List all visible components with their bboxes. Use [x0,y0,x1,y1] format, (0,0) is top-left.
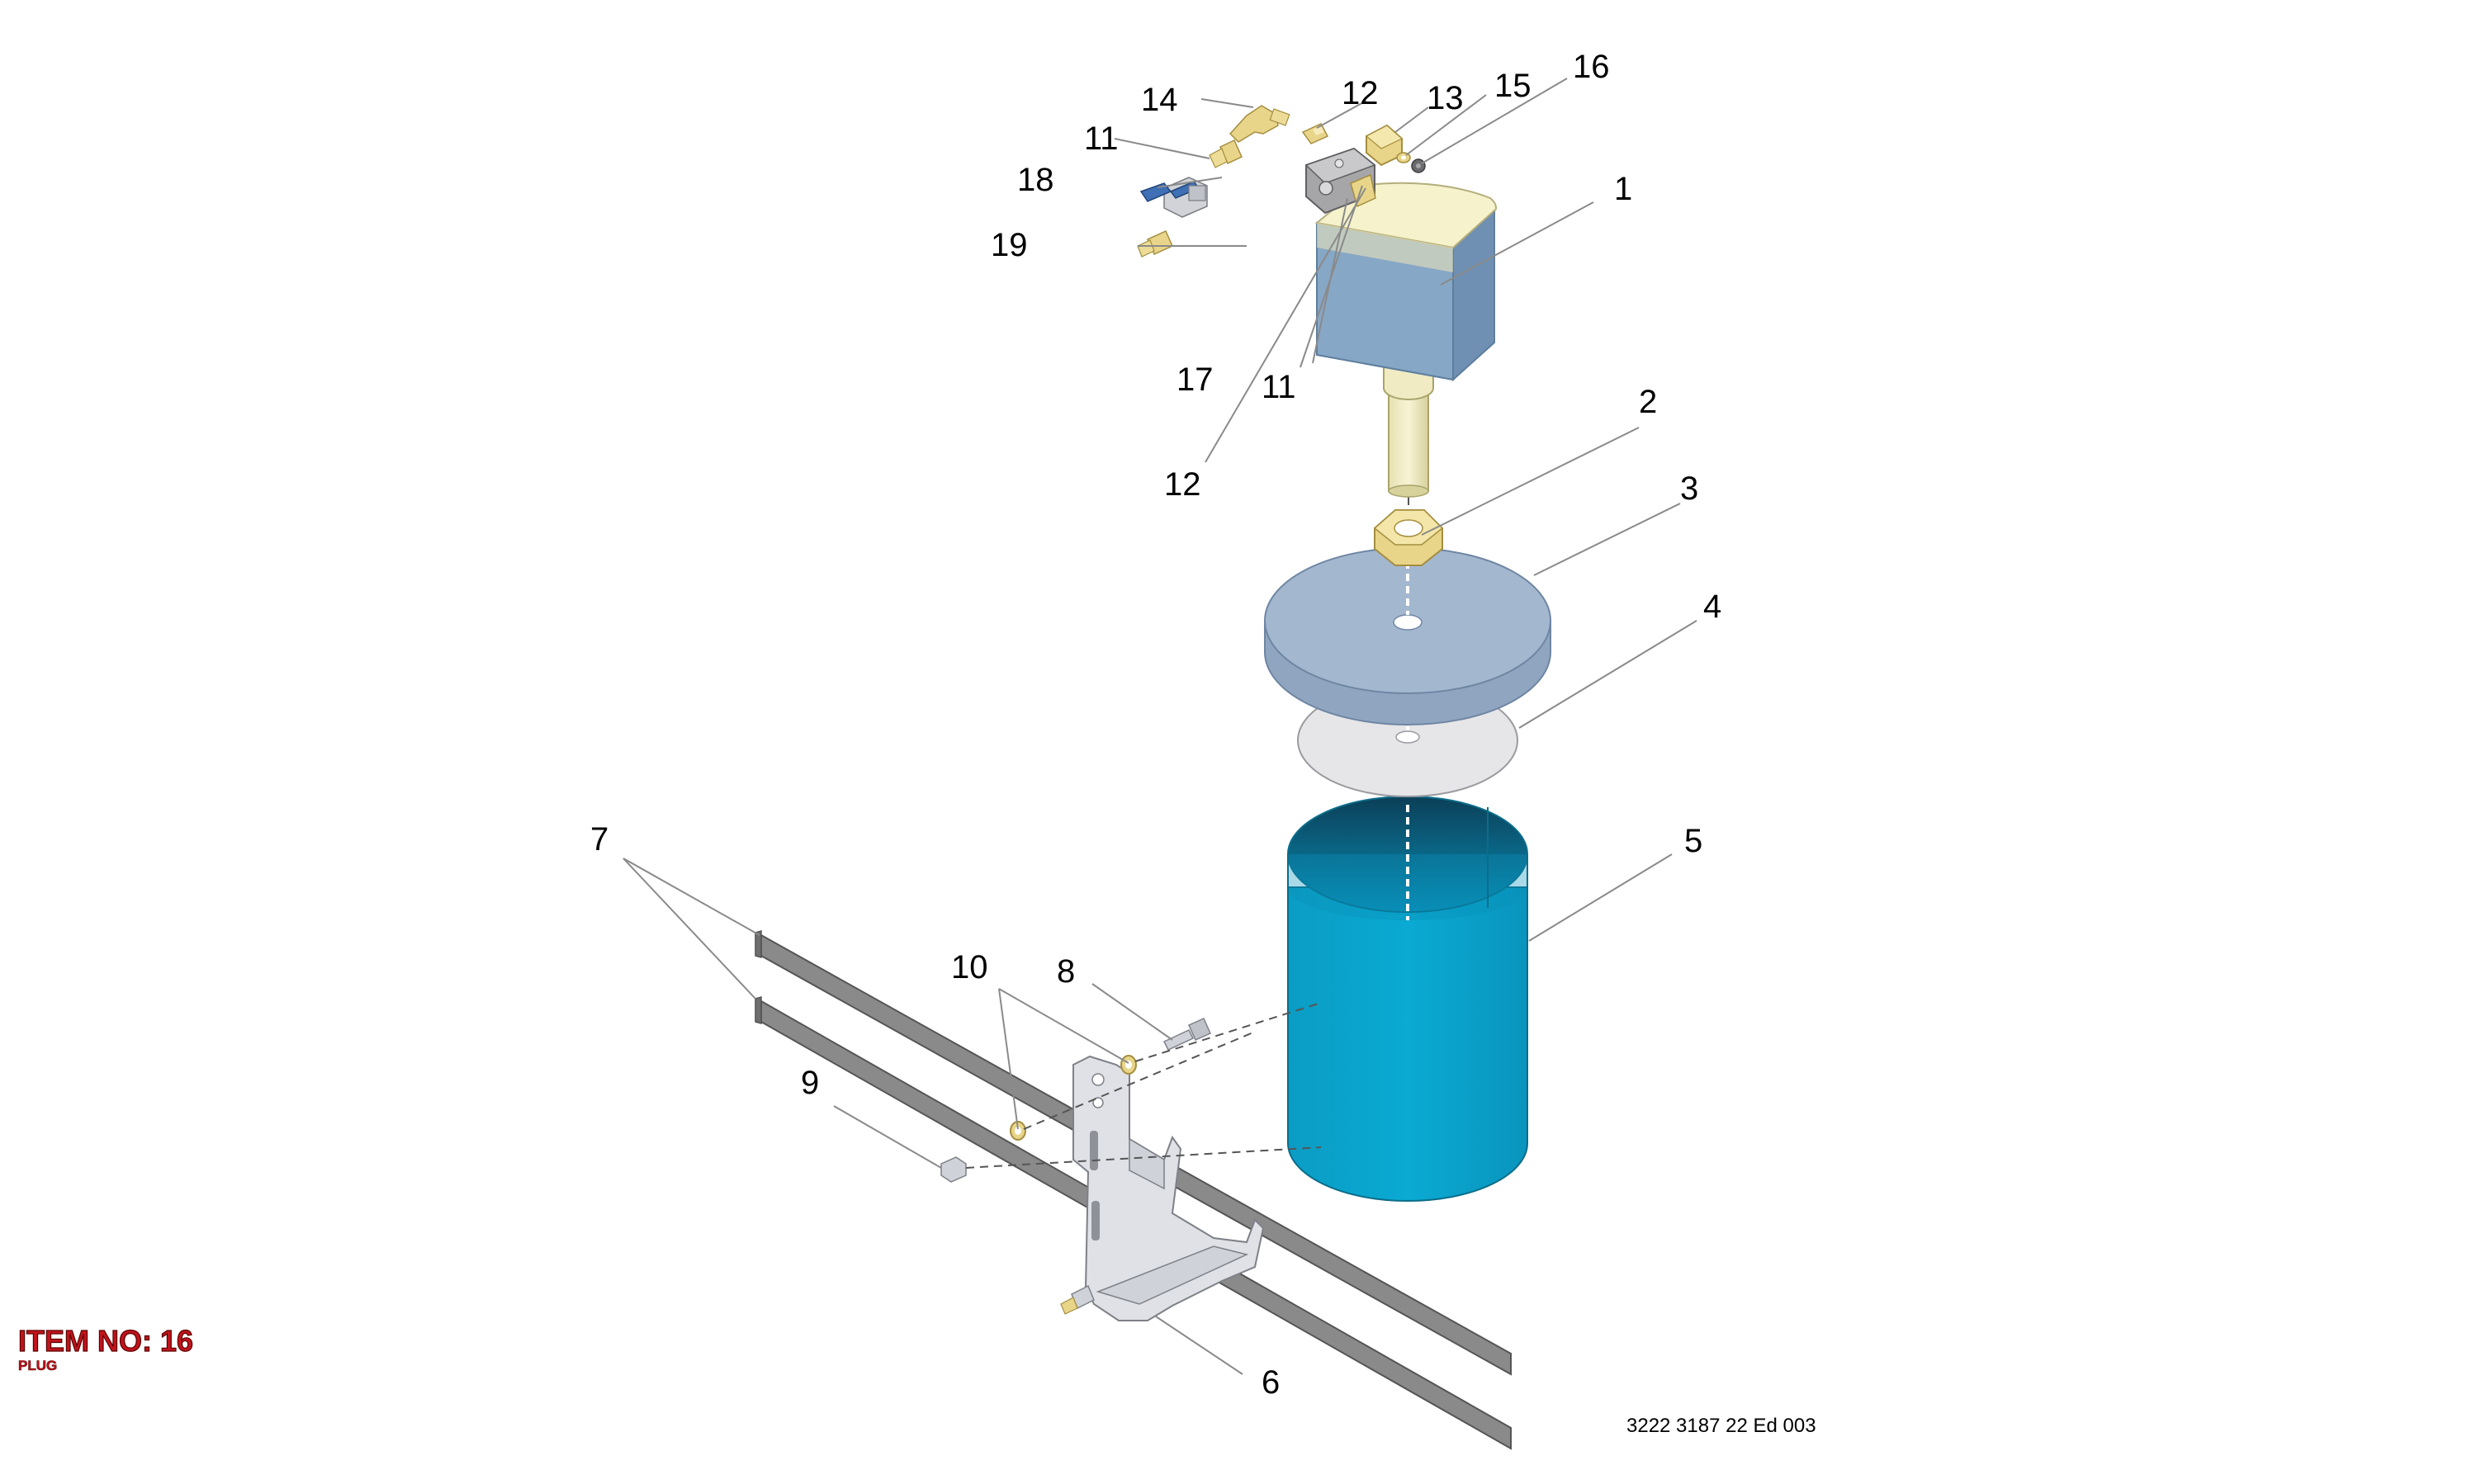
callout-3: 3 [1680,470,1698,507]
item-description: PLUG [18,1358,58,1374]
item-number: ITEM NO: 16 [17,1324,194,1358]
fitting-13 [1365,124,1404,167]
callout-13: 13 [1427,80,1464,116]
callout-6: 6 [1262,1364,1280,1401]
assembly-line-upper [1134,1002,1322,1062]
callout-12-bottom: 12 [1164,466,1201,503]
callout-2: 2 [1639,384,1657,420]
callout-19: 19 [991,227,1028,263]
reservoir-lid [1264,547,1551,725]
brass-nut [1373,509,1444,566]
elbow-14 [1229,105,1290,143]
callout-18: 18 [1017,162,1054,198]
callout-4: 4 [1703,588,1721,625]
callout-8: 8 [1057,953,1075,990]
washer-10-lower [1010,1121,1026,1141]
callout-1: 1 [1614,171,1632,207]
valve-18 [1139,177,1208,218]
leader-lines [623,78,1697,1375]
pump-assembly [1314,182,1497,498]
callout-15: 15 [1494,68,1532,104]
item-info-label: ITEM NO: 16 PLUG [17,1324,194,1374]
callout-5: 5 [1684,823,1702,859]
callout-10: 10 [951,949,988,985]
fitting-19 [1137,230,1173,258]
plug-16 [1411,158,1426,173]
callout-7: 7 [590,821,608,858]
nut-9 [940,1156,967,1183]
callout-17: 17 [1176,362,1214,398]
callout-11-top: 11 [1084,121,1119,157]
valve-block [1304,147,1376,215]
drawing-reference: 3222 3187 22 Ed 003 [1626,1415,1816,1437]
callout-9: 9 [801,1065,819,1101]
callout-12-top: 12 [1342,75,1379,111]
callout-16: 16 [1573,49,1610,85]
bolt-8 [1162,1018,1211,1051]
mounting-bracket [1060,1055,1265,1321]
washer-10-upper [1120,1055,1137,1075]
fitting-12-top [1301,123,1329,144]
fitting-11-top [1209,139,1243,168]
callout-14: 14 [1141,82,1178,118]
assembly-line-lower [965,1146,1322,1169]
callout-11-bottom: 11 [1262,369,1296,405]
